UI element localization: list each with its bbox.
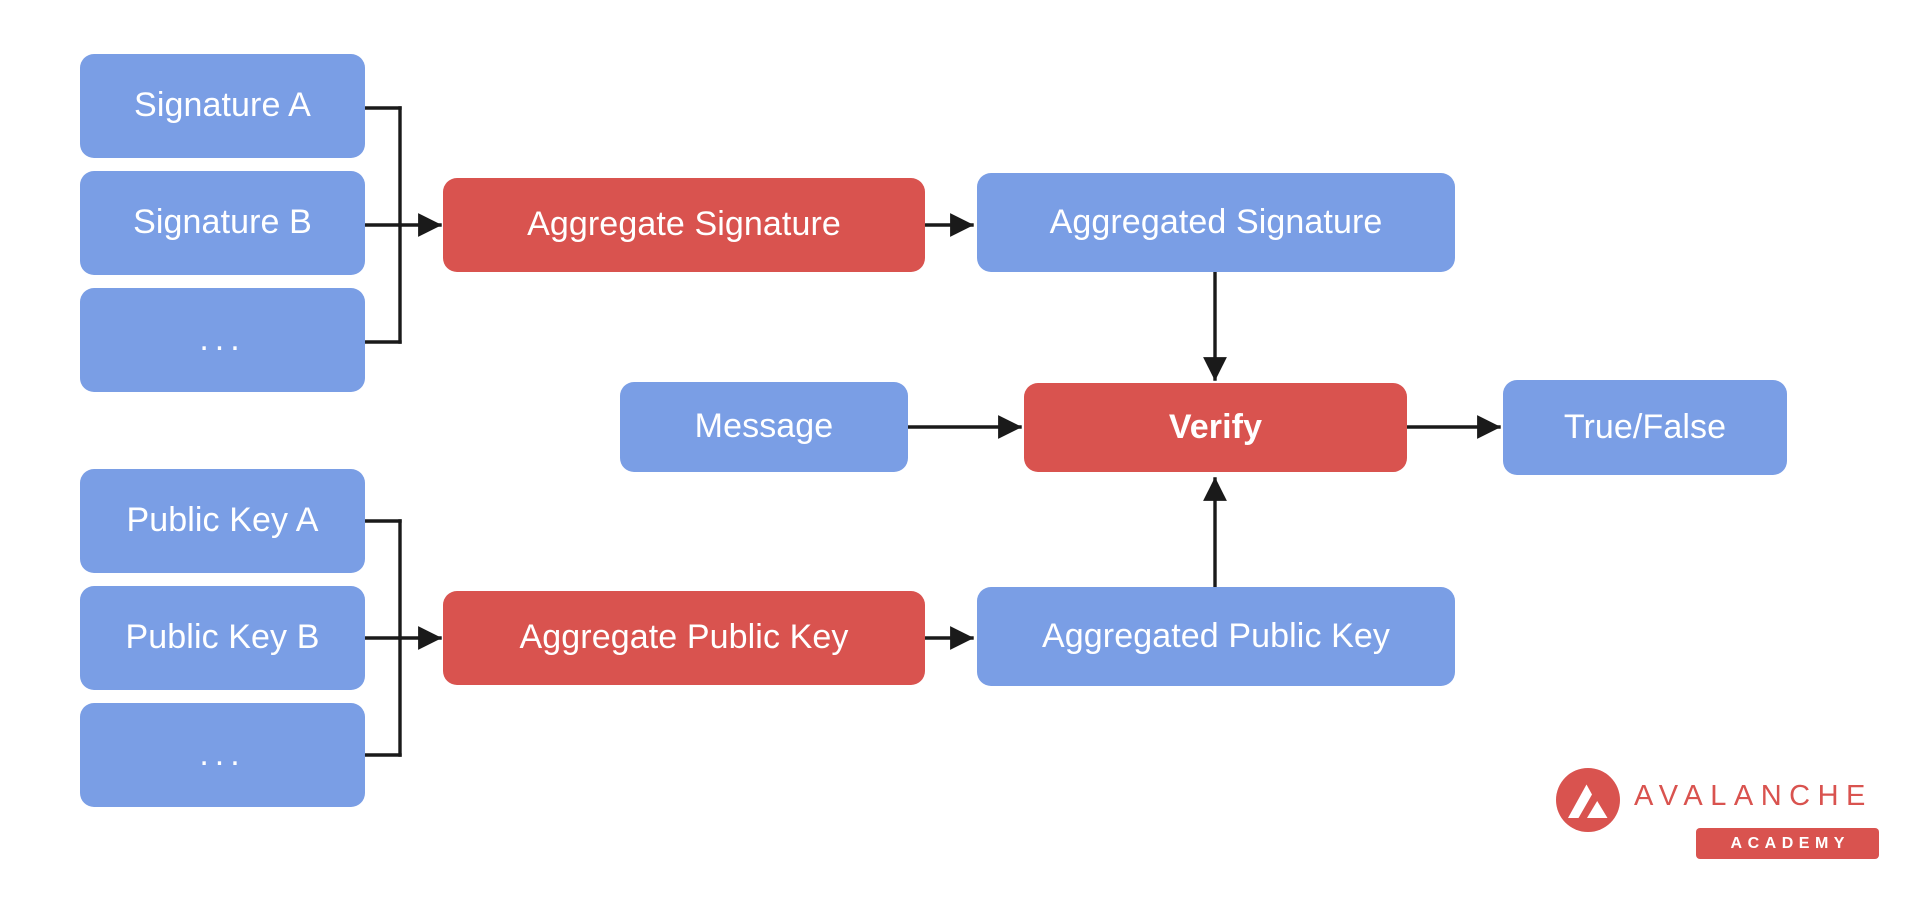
node-aggregated-signature-label: Aggregated Signature (1049, 202, 1383, 241)
node-public-key-a[interactable]: Public Key A (80, 469, 365, 573)
node-message-label: Message (694, 407, 834, 446)
node-signature-more[interactable]: ... (80, 288, 365, 392)
node-true-false[interactable]: True/False (1503, 380, 1787, 475)
node-public-key-more-label: ... (199, 735, 246, 774)
academy-badge-label: ACADEMY (1730, 834, 1850, 852)
node-true-false-label: True/False (1563, 407, 1727, 446)
node-signature-a-label: Signature A (134, 86, 311, 125)
node-public-key-b[interactable]: Public Key B (80, 586, 365, 690)
node-message[interactable]: Message (620, 382, 908, 472)
node-signature-a[interactable]: Signature A (80, 54, 365, 158)
node-public-key-more[interactable]: ... (80, 703, 365, 807)
avalanche-academy-logo: AVALANCHE ACADEMY (1556, 766, 1879, 870)
avalanche-wordmark: AVALANCHE (1634, 780, 1873, 812)
node-aggregated-public-key-label: Aggregated Public Key (1042, 616, 1390, 655)
node-verify-label: Verify (1168, 407, 1263, 446)
node-aggregate-public-key[interactable]: Aggregate Public Key (443, 591, 925, 685)
node-aggregated-public-key[interactable]: Aggregated Public Key (977, 587, 1455, 686)
academy-badge: ACADEMY (1696, 828, 1879, 859)
node-signature-b[interactable]: Signature B (80, 171, 365, 275)
node-signature-more-label: ... (199, 320, 246, 359)
node-aggregate-signature[interactable]: Aggregate Signature (443, 178, 925, 272)
node-aggregated-signature[interactable]: Aggregated Signature (977, 173, 1455, 272)
node-aggregate-public-key-label: Aggregate Public Key (519, 618, 849, 657)
node-aggregate-signature-label: Aggregate Signature (527, 205, 841, 244)
avalanche-a-mark-icon (1556, 768, 1620, 832)
node-verify[interactable]: Verify (1024, 383, 1407, 472)
node-public-key-a-label: Public Key A (126, 501, 319, 540)
node-signature-b-label: Signature B (133, 203, 312, 242)
node-public-key-b-label: Public Key B (125, 618, 320, 657)
